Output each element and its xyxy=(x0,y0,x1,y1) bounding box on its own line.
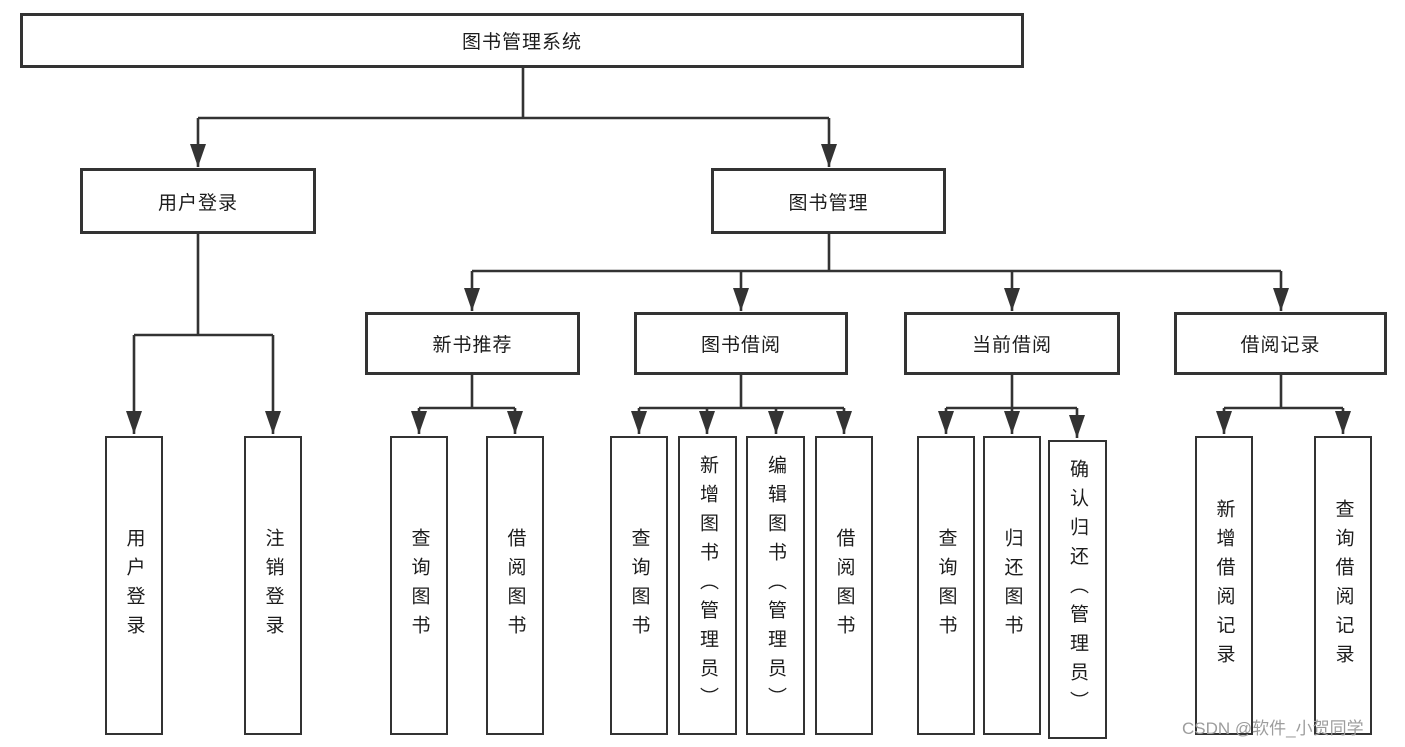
node-borrow-records: 借阅记录 xyxy=(1174,312,1387,375)
node-book-borrow: 图书借阅 xyxy=(634,312,848,375)
node-label: 图书管理系统 xyxy=(461,32,582,53)
leaf-label: 借阅图书 xyxy=(504,527,526,644)
csdn-watermark: CSDN @软件_小贺同学 xyxy=(1182,719,1364,738)
connector-book-management xyxy=(472,233,1281,273)
leaf-label: 归还图书 xyxy=(1001,527,1023,644)
connector-user-login xyxy=(134,233,273,337)
leaf-borrow-books-recommend: 借阅图书 xyxy=(486,436,544,735)
node-label: 图书借阅 xyxy=(700,335,781,356)
node-label: 图书管理 xyxy=(788,192,869,214)
node-label: 当前借阅 xyxy=(971,335,1052,356)
leaf-label: 编辑图书（管理员） xyxy=(765,455,786,716)
leaf-edit-books-admin: 编辑图书（管理员） xyxy=(746,436,805,735)
node-new-book-recommend: 新书推荐 xyxy=(365,312,580,375)
leaf-label: 查询图书 xyxy=(628,527,650,644)
leaf-return-books: 归还图书 xyxy=(983,436,1041,735)
leaf-label: 借阅图书 xyxy=(833,527,855,644)
leaf-label: 查询图书 xyxy=(935,527,957,644)
leaf-query-books-current: 查询图书 xyxy=(917,436,975,735)
leaf-logout: 注销登录 xyxy=(244,436,302,735)
node-current-borrow: 当前借阅 xyxy=(904,312,1120,375)
connector-root xyxy=(198,68,829,120)
leaf-label: 新增借阅记录 xyxy=(1213,498,1235,673)
leaf-label: 确认归还（管理员） xyxy=(1067,459,1088,720)
leaf-add-books-admin: 新增图书（管理员） xyxy=(678,436,737,735)
node-user-login: 用户登录 xyxy=(80,168,316,234)
leaf-borrow-books: 借阅图书 xyxy=(815,436,873,735)
leaf-label: 查询借阅记录 xyxy=(1332,498,1354,673)
connector-new-book xyxy=(419,375,515,410)
leaf-label: 查询图书 xyxy=(408,527,430,644)
leaf-user-login: 用户登录 xyxy=(105,436,163,735)
leaf-label: 注销登录 xyxy=(262,527,284,644)
connector-current-borrow xyxy=(946,375,1077,410)
connector-borrow-records xyxy=(1224,375,1343,410)
leaf-add-borrow-record: 新增借阅记录 xyxy=(1195,436,1253,735)
node-label: 新书推荐 xyxy=(432,335,513,356)
node-root-system: 图书管理系统 xyxy=(20,13,1024,68)
node-book-management: 图书管理 xyxy=(711,168,946,234)
leaf-query-books-recommend: 查询图书 xyxy=(390,436,448,735)
leaf-query-books-borrow: 查询图书 xyxy=(610,436,668,735)
node-label: 用户登录 xyxy=(157,192,238,214)
leaf-label: 新增图书（管理员） xyxy=(697,455,718,716)
leaf-query-borrow-record: 查询借阅记录 xyxy=(1314,436,1372,735)
leaf-confirm-return-admin: 确认归还（管理员） xyxy=(1048,440,1107,739)
leaf-label: 用户登录 xyxy=(123,527,145,644)
node-label: 借阅记录 xyxy=(1240,335,1321,356)
connector-book-borrow xyxy=(639,375,844,410)
